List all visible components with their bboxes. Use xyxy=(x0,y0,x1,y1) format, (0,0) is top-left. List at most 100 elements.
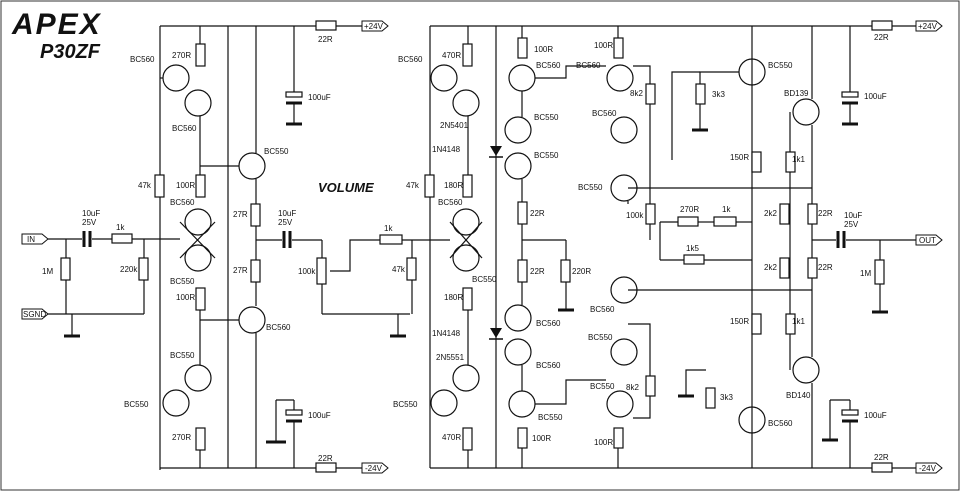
resistor-220k xyxy=(138,257,149,281)
svg-text:BC550: BC550 xyxy=(124,400,149,409)
cap-100uf-right-bottom xyxy=(841,409,859,416)
transistor-2n5401 xyxy=(452,89,480,117)
transistor-bc550-r4 xyxy=(504,152,532,180)
svg-text:25V: 25V xyxy=(844,220,859,229)
svg-text:BC560: BC560 xyxy=(170,198,195,207)
port-plus24-left-label: +24V xyxy=(364,22,384,31)
svg-text:100R: 100R xyxy=(534,45,553,54)
svg-text:1N4148: 1N4148 xyxy=(432,329,461,338)
svg-text:22R: 22R xyxy=(874,33,889,42)
diode-1n4148-bottom xyxy=(490,328,502,338)
svg-text:100R: 100R xyxy=(532,434,551,443)
port-in xyxy=(21,233,49,245)
svg-text:2N5551: 2N5551 xyxy=(436,353,465,362)
svg-text:BC550: BC550 xyxy=(538,413,563,422)
svg-text:22R: 22R xyxy=(530,267,545,276)
resistor-22r-bottom-left xyxy=(315,462,337,473)
svg-text:22R: 22R xyxy=(874,453,889,462)
port-minus24-right-label: -24V xyxy=(919,464,937,473)
svg-text:100uF: 100uF xyxy=(864,92,887,101)
svg-text:22R: 22R xyxy=(818,209,833,218)
svg-text:100R: 100R xyxy=(176,293,195,302)
svg-text:BC560: BC560 xyxy=(590,305,615,314)
svg-text:100R: 100R xyxy=(594,41,613,50)
svg-text:47k: 47k xyxy=(138,181,152,190)
svg-text:270R: 270R xyxy=(172,433,191,442)
svg-text:BC560: BC560 xyxy=(536,361,561,370)
transistor-bc560-r6 xyxy=(606,64,634,92)
transistor-bc550-r2 xyxy=(430,389,458,417)
svg-text:BC560: BC560 xyxy=(438,198,463,207)
transistor-bc550-l1 xyxy=(184,244,212,272)
port-out xyxy=(915,234,943,246)
transistor-bd139 xyxy=(792,98,820,126)
label-22r-top-left: 22R xyxy=(318,35,333,44)
transistor-bc550-r8 xyxy=(606,390,634,418)
svg-text:1k: 1k xyxy=(722,205,731,214)
port-plus24-right xyxy=(915,20,943,32)
svg-text:BC550: BC550 xyxy=(264,147,289,156)
port-minus24-right xyxy=(915,462,943,474)
transistor-bc550-r5 xyxy=(508,390,536,418)
port-out-label: OUT xyxy=(919,236,936,245)
svg-text:150R: 150R xyxy=(730,317,749,326)
svg-text:470R: 470R xyxy=(442,51,461,60)
transistor-bc550-l2 xyxy=(184,364,212,392)
port-sgnd-label: SGND xyxy=(23,310,46,319)
svg-text:180R: 180R xyxy=(444,293,463,302)
cap-100uf-right-top xyxy=(841,91,859,98)
svg-text:10uF: 10uF xyxy=(278,209,296,218)
brand-logo: APEX xyxy=(11,8,102,41)
svg-text:BC550: BC550 xyxy=(534,151,559,160)
transistor-bc550-r1 xyxy=(452,244,480,272)
svg-text:1k: 1k xyxy=(384,224,393,233)
cap-100uf-left-bottom xyxy=(285,409,303,416)
trimmer-1k-bias xyxy=(713,216,737,227)
svg-text:BC550: BC550 xyxy=(170,277,195,286)
transistor-bc560-r4 xyxy=(504,304,532,332)
volume-title: VOLUME xyxy=(318,180,374,195)
transistor-bc560-l4 xyxy=(238,306,266,334)
svg-text:100uF: 100uF xyxy=(864,411,887,420)
svg-text:100uF: 100uF xyxy=(308,93,331,102)
svg-text:8k2: 8k2 xyxy=(626,383,639,392)
svg-text:220k: 220k xyxy=(120,265,138,274)
svg-text:BD139: BD139 xyxy=(784,89,809,98)
resistor-1k-input xyxy=(111,233,133,244)
svg-text:25V: 25V xyxy=(82,218,97,227)
svg-text:470R: 470R xyxy=(442,433,461,442)
transistor-bc550-r7 xyxy=(610,338,638,366)
svg-text:BC550: BC550 xyxy=(588,333,613,342)
transistor-bc550-r3 xyxy=(504,116,532,144)
svg-text:47k: 47k xyxy=(392,265,406,274)
svg-text:27R: 27R xyxy=(233,210,248,219)
svg-text:1M: 1M xyxy=(860,269,871,278)
model-title: P30ZF xyxy=(40,41,101,63)
svg-text:BC560: BC560 xyxy=(398,55,423,64)
svg-text:22R: 22R xyxy=(318,454,333,463)
svg-text:47k: 47k xyxy=(406,181,420,190)
port-plus24-left xyxy=(361,20,389,32)
port-minus24-left xyxy=(361,462,389,474)
svg-text:220R: 220R xyxy=(572,267,591,276)
resistor-100k xyxy=(645,203,656,225)
transistor-bc560-r3 xyxy=(508,64,536,92)
svg-text:BC550: BC550 xyxy=(768,61,793,70)
resistor-1k-volume xyxy=(379,234,403,245)
svg-text:10uF: 10uF xyxy=(82,209,100,218)
transistor-bc560-r5 xyxy=(504,338,532,366)
svg-text:1N4148: 1N4148 xyxy=(432,145,461,154)
transistor-bc560-r9 xyxy=(738,406,766,434)
svg-text:BC550: BC550 xyxy=(578,183,603,192)
transistor-bc560-r7 xyxy=(610,116,638,144)
svg-text:22R: 22R xyxy=(530,209,545,218)
diode-1n4148-top xyxy=(490,146,502,156)
port-plus24-right-label: +24V xyxy=(918,22,938,31)
port-in-label: IN xyxy=(27,235,35,244)
cap-100uf-left-top xyxy=(285,91,303,98)
svg-text:BC550: BC550 xyxy=(534,113,559,122)
svg-text:270R: 270R xyxy=(172,51,191,60)
svg-text:2k2: 2k2 xyxy=(764,263,777,272)
